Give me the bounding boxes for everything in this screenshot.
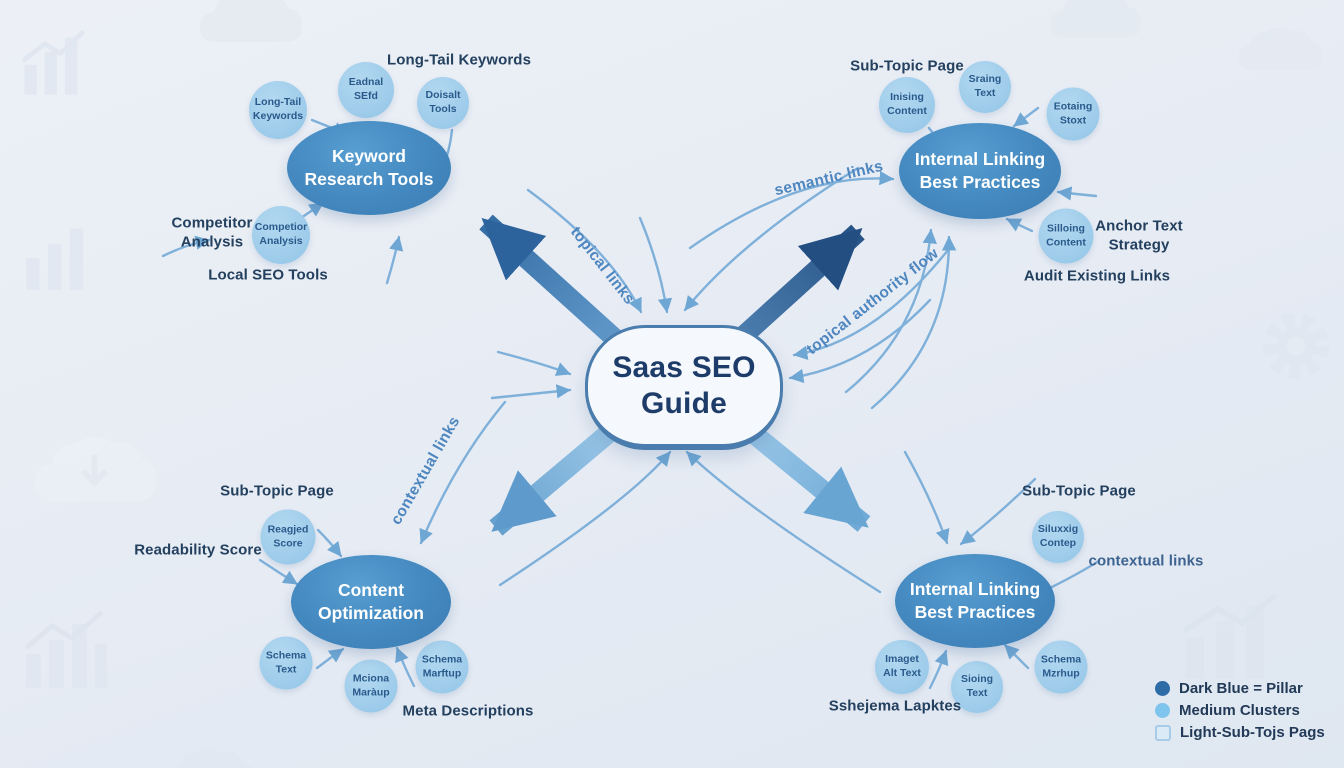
- legend-label: Light-Sub-Tojs Pags: [1180, 724, 1325, 741]
- label-long-tail-keywords: Long-Tail Keywords: [386, 51, 532, 69]
- label-local-seo-tools: Local SEO Tools: [208, 266, 328, 284]
- legend: Dark Blue = Pillar Medium Clusters Light…: [1155, 680, 1325, 741]
- subpage-node: Eadnal SEfd: [338, 62, 394, 118]
- cluster-node-internal-linking-bottom: Internal Linking Best Practices: [895, 554, 1055, 648]
- label-audit-existing-links: Audit Existing Links: [1023, 267, 1171, 285]
- subpage-node: Reagjed Score: [260, 509, 316, 565]
- subpage-node: Schema Text: [259, 636, 313, 690]
- label-meta-descriptions: Meta Descriptions: [402, 702, 534, 720]
- subpage-node: Imaget Alt Text: [875, 640, 929, 694]
- subpage-node: Sioing Text: [951, 661, 1003, 713]
- cluster-node-content-optimization: Content Optimization: [291, 555, 451, 649]
- legend-label: Medium Clusters: [1179, 702, 1300, 719]
- subpage-node: Eotaing Stoxt: [1046, 87, 1100, 141]
- subpage-node: Doisalt Tools: [417, 77, 469, 129]
- label-anchor-text-strategy: Anchor Text Strategy: [1095, 217, 1183, 253]
- label-contextual-links-right: contextual links: [1088, 552, 1204, 570]
- label-sub-topic-page-bottom-right: Sub-Topic Page: [1022, 482, 1136, 500]
- cluster-node-keyword-research-tools: Keyword Research Tools: [287, 121, 451, 215]
- label-competitor-analysis: Competitor Analysis: [171, 214, 253, 250]
- subpage-swatch-icon: [1155, 724, 1171, 741]
- legend-item-subpages: Light-Sub-Tojs Pags: [1155, 724, 1325, 741]
- label-readability-score: Readability Score: [134, 541, 262, 559]
- subpage-node: Inising Content: [879, 77, 935, 133]
- legend-item-pillar: Dark Blue = Pillar: [1155, 680, 1325, 697]
- subpage-node: Mciona Maràup: [344, 659, 398, 713]
- cluster-node-internal-linking-top: Internal Linking Best Practices: [899, 123, 1061, 219]
- subpage-node: Schema Marftup: [415, 640, 469, 694]
- legend-label: Dark Blue = Pillar: [1179, 680, 1303, 697]
- label-sub-topic-page-top-right: Sub-Topic Page: [850, 57, 964, 75]
- subpage-node: Sraing Text: [959, 61, 1011, 113]
- subpage-node: Competior Analysis: [252, 206, 310, 264]
- subpage-node: Silloing Content: [1038, 208, 1094, 264]
- legend-item-clusters: Medium Clusters: [1155, 702, 1325, 719]
- cluster-swatch-icon: [1155, 703, 1170, 718]
- label-sub-topic-page-bottom-left: Sub-Topic Page: [220, 482, 334, 500]
- subpage-node: Long-Tail Keywords: [249, 81, 307, 139]
- subpage-node: Schema Mzrhup: [1034, 640, 1088, 694]
- pillar-swatch-icon: [1155, 681, 1170, 696]
- pillar-node-saas-seo-guide: Saas SEO Guide: [585, 325, 783, 450]
- subpage-node: Siluxxig Contep: [1032, 511, 1084, 563]
- label-schema-lapktes: Sshejema Lapktes: [828, 697, 962, 715]
